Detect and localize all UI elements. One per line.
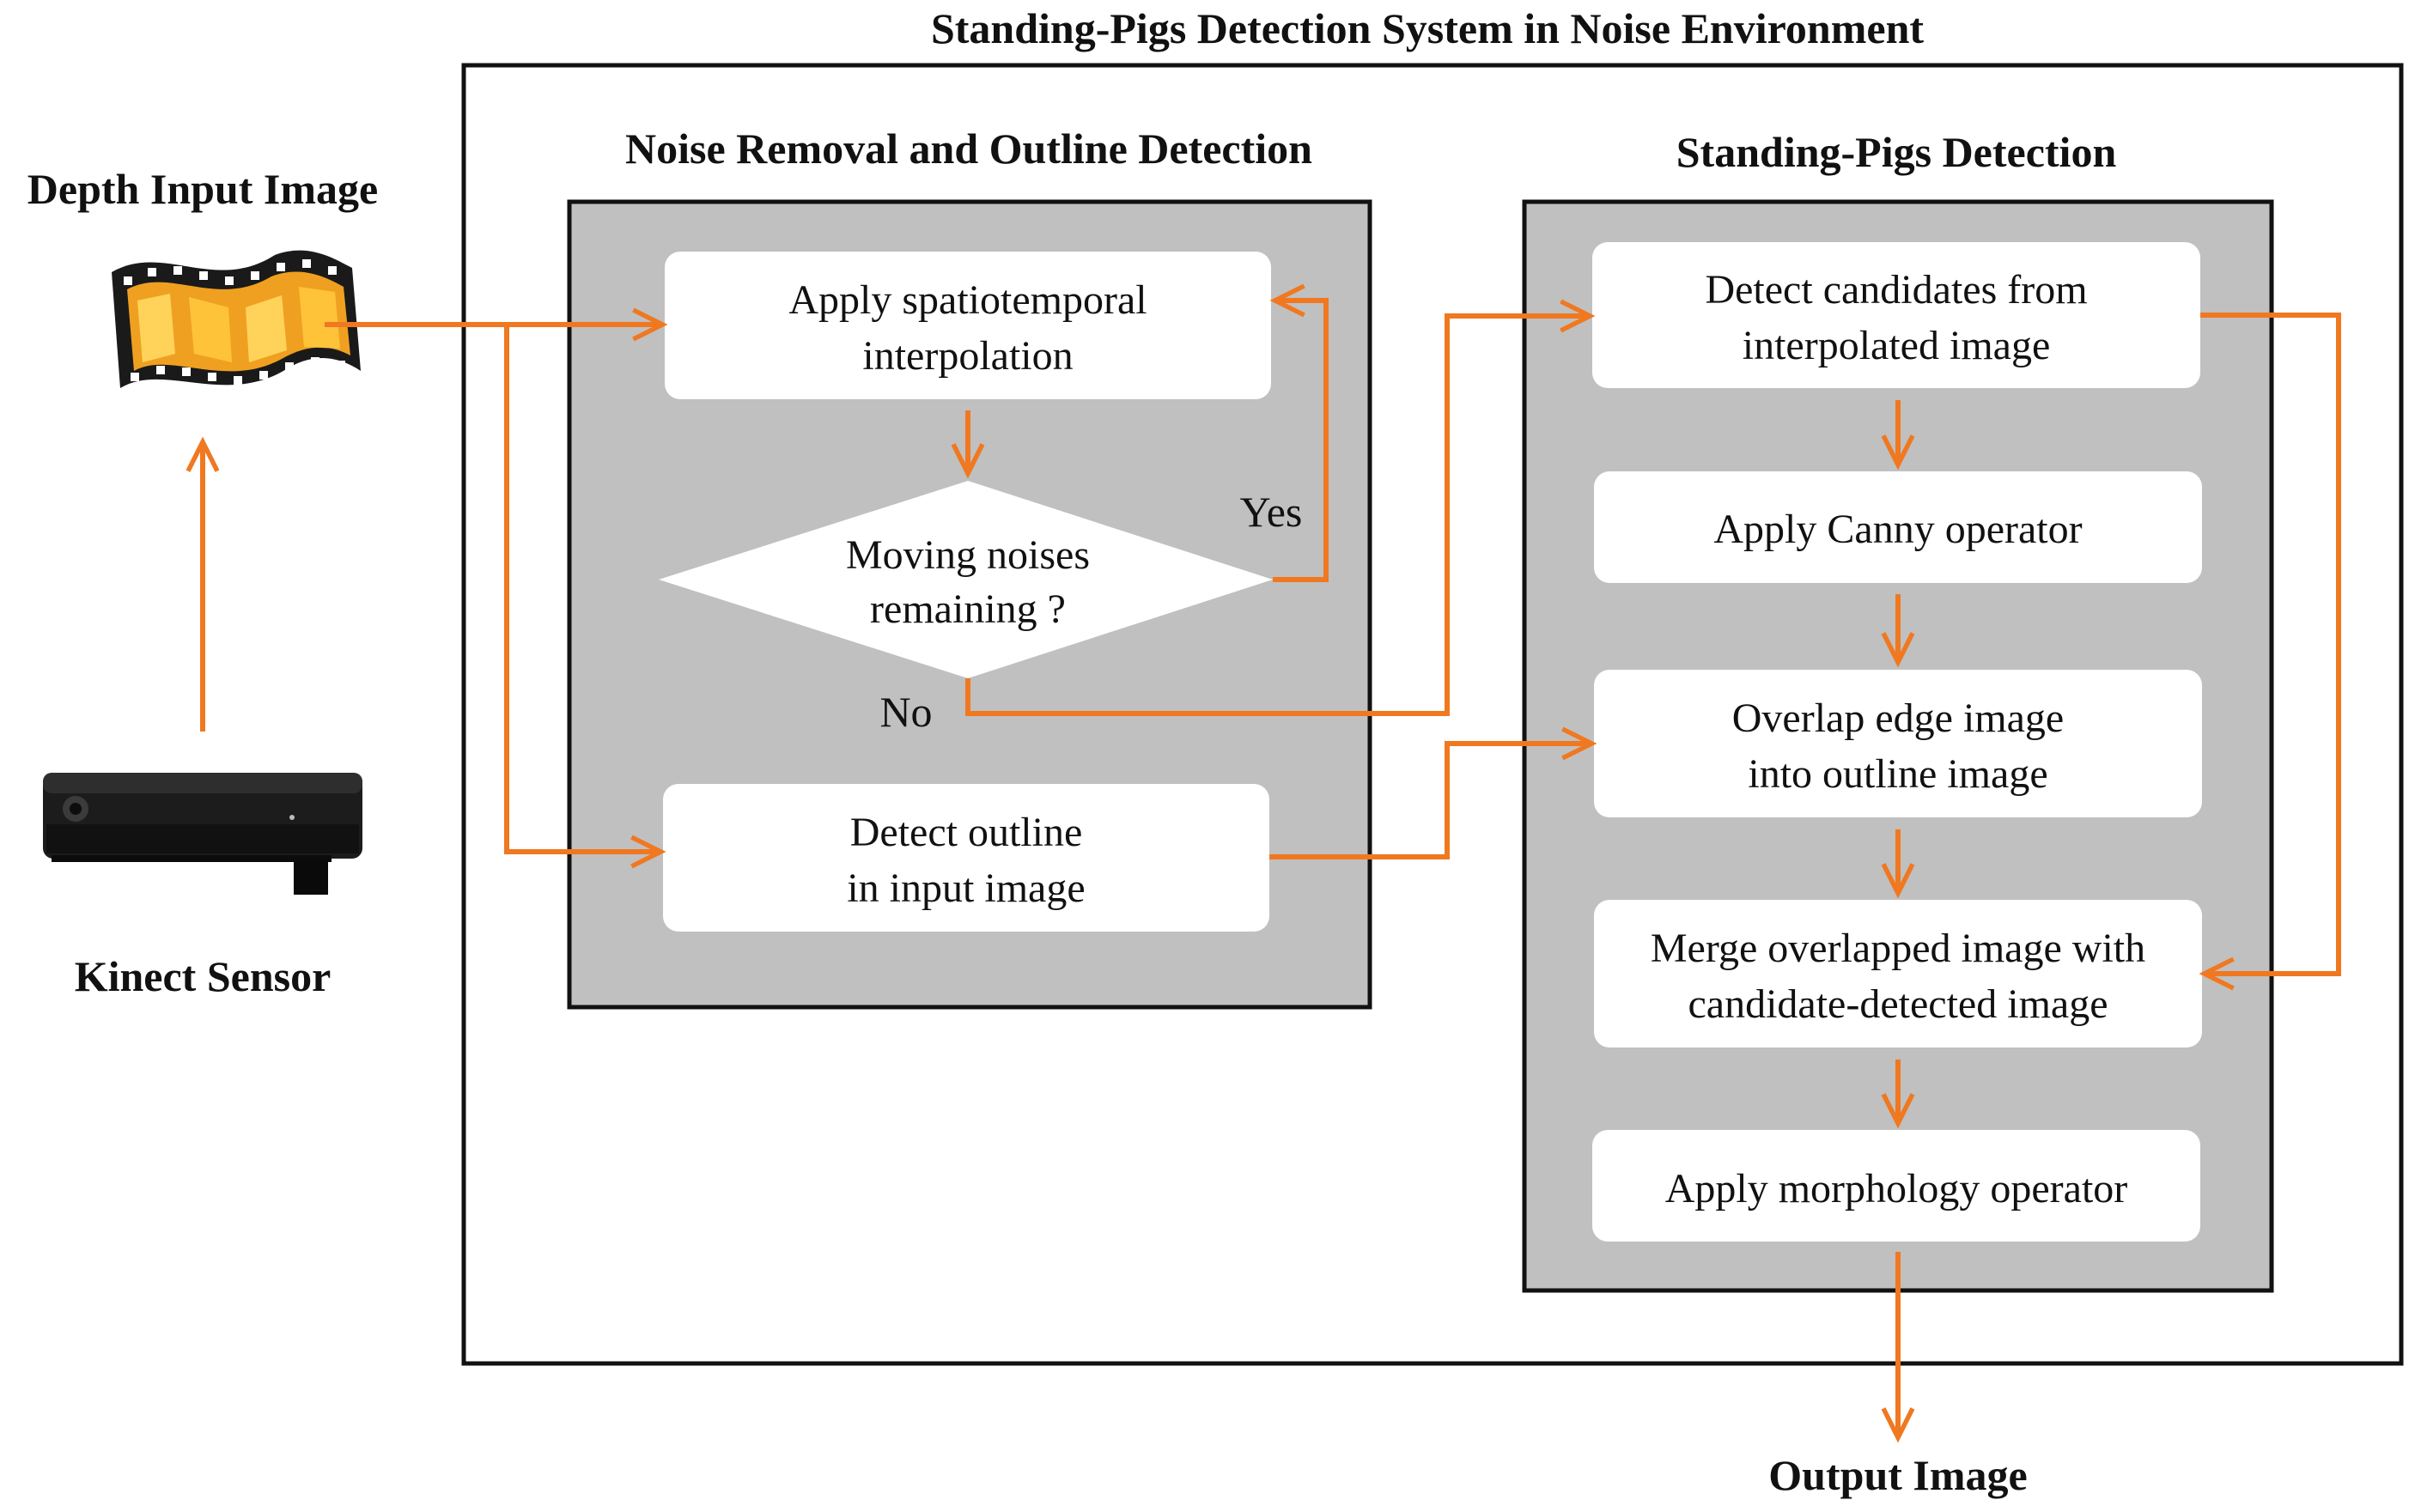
arrow-candidates-to-merge xyxy=(2199,313,2341,991)
arrow-outline-to-overlap xyxy=(1269,726,1597,859)
canny-box xyxy=(1594,471,2202,583)
morphology-box xyxy=(1592,1130,2200,1242)
decision-line-1: Moving noises xyxy=(846,532,1090,578)
canny-box-label: Apply Canny operator xyxy=(1713,507,2082,552)
candidates-box xyxy=(1592,242,2200,388)
merge-box xyxy=(1594,900,2202,1047)
outline-box-line-2: in input image xyxy=(847,865,1085,911)
no-label: No xyxy=(879,688,932,736)
interpolation-box-line-1: Apply spatiotemporal xyxy=(788,277,1147,323)
detection-panel-title: Standing-Pigs Detection xyxy=(1676,128,2117,176)
candidates-box-line-1: Detect candidates from xyxy=(1705,267,2087,313)
output-image-label: Output Image xyxy=(1768,1451,2027,1499)
outline-box-line-1: Detect outline xyxy=(850,810,1083,855)
decision-line-2: remaining ? xyxy=(870,586,1066,632)
merge-box-line-1: Merge overlapped image with xyxy=(1651,926,2145,971)
overlap-box-line-1: Overlap edge image xyxy=(1732,695,2064,741)
overlap-box xyxy=(1594,670,2202,817)
merge-box-line-2: candidate-detected image xyxy=(1688,981,2108,1027)
arrow-no-to-candidates xyxy=(965,299,1596,716)
outline-box xyxy=(663,784,1269,932)
arrow-depth-to-outline xyxy=(504,325,666,869)
morphology-box-label: Apply morphology operator xyxy=(1665,1166,2128,1211)
interpolation-box-line-2: interpolation xyxy=(862,333,1073,379)
kinect-sensor-icon xyxy=(43,773,362,895)
system-title: Standing-Pigs Detection System in Noise … xyxy=(931,4,1924,52)
arrow-yes-loop xyxy=(1269,283,1329,582)
overlap-box-line-2: into outline image xyxy=(1748,751,2047,797)
moving-noise-decision xyxy=(659,481,1273,678)
candidates-box-line-2: interpolated image xyxy=(1743,323,2051,368)
yes-label: Yes xyxy=(1240,488,1303,536)
depth-input-label: Depth Input Image xyxy=(27,165,378,213)
noise-panel-title: Noise Removal and Outline Detection xyxy=(625,124,1312,173)
film-strip-icon xyxy=(112,250,361,388)
flow-arrows xyxy=(186,283,2341,1443)
interpolation-box xyxy=(665,252,1271,399)
kinect-sensor-label: Kinect Sensor xyxy=(75,952,332,1000)
